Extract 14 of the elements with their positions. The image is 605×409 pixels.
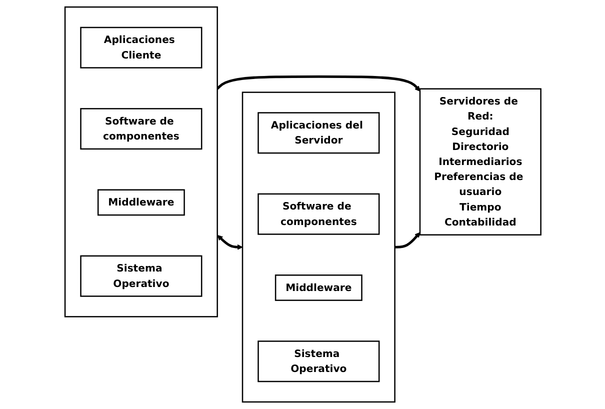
node-box: Aplicaciones del Servidor xyxy=(257,112,380,154)
node-box: Middleware xyxy=(274,274,362,301)
node-box: Aplicaciones Cliente xyxy=(80,26,202,68)
node-box: Sistema Operativo xyxy=(80,255,202,297)
node-box: Software de componentes xyxy=(257,193,380,235)
cluster xyxy=(64,6,218,318)
arrow xyxy=(216,75,420,92)
cluster xyxy=(241,92,395,403)
node-box: Software de componentes xyxy=(80,108,202,150)
node-box: Middleware xyxy=(97,189,184,216)
node-box: Sistema Operativo xyxy=(257,340,380,382)
arrow xyxy=(216,234,242,250)
node-box: Servidores de Red: Seguridad Directorio Intermediarios Preferencias de usuario Tiempo Contabilidad xyxy=(418,88,542,236)
arrow xyxy=(394,232,420,248)
